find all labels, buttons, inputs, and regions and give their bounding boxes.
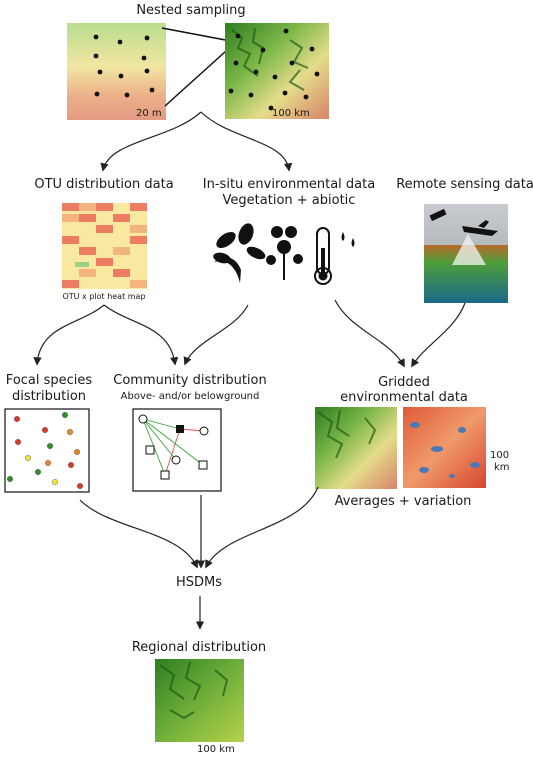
community-network-panel: [132, 408, 222, 492]
top-branch-arrows: [100, 111, 293, 172]
hsdm-input-arrows: [79, 486, 319, 630]
zoom-line-bottom: [164, 41, 237, 107]
grid-scale-line1: 100: [490, 450, 510, 461]
map-large-extent: [225, 23, 329, 119]
otu-heat-map: [62, 203, 147, 289]
focal-species-label-line2: distribution: [11, 389, 87, 404]
heatmap-caption: OTU x plot heat map: [62, 292, 146, 301]
middle-branch-arrows: [33, 299, 466, 368]
remote-sensing-image: [424, 204, 508, 303]
focal-species-label-line1: Focal species: [5, 373, 93, 388]
scale-label-large: 100 km: [272, 108, 310, 119]
gridded-averages-map: [315, 407, 397, 489]
regional-distribution-label: Regional distribution: [131, 640, 267, 655]
regional-scale-label: 100 km: [197, 744, 235, 755]
averages-variation-label: Averages + variation: [334, 494, 472, 509]
regional-distribution-map: [155, 659, 244, 742]
zoom-line-top: [161, 27, 237, 43]
scale-label-small: 20 m: [136, 108, 162, 119]
otu-distribution-label: OTU distribution data: [34, 177, 174, 192]
remote-sensing-label: Remote sensing data: [396, 177, 533, 192]
hsdms-label: HSDMs: [175, 575, 223, 590]
nested-sampling-title: Nested sampling: [136, 3, 246, 18]
gridded-variation-map: [403, 407, 486, 488]
sample-points-small: [93, 34, 155, 98]
thermometer-icon: [314, 227, 355, 285]
grid-scale-line2: km: [494, 462, 510, 473]
map-small-extent: [67, 23, 166, 120]
insitu-label-line2: Vegetation + abiotic: [222, 193, 356, 208]
gridded-label-line2: environmental data: [340, 390, 468, 405]
sample-points-large: [228, 28, 320, 111]
vegetation-icons: [213, 223, 303, 283]
community-distribution-label: Community distribution: [113, 373, 267, 388]
community-subtitle: Above- and/or belowground: [120, 391, 260, 402]
insitu-label-line1: In-situ environmental data: [202, 177, 376, 192]
focal-species-panel: [4, 408, 90, 493]
gridded-label-line1: Gridded: [378, 375, 430, 390]
